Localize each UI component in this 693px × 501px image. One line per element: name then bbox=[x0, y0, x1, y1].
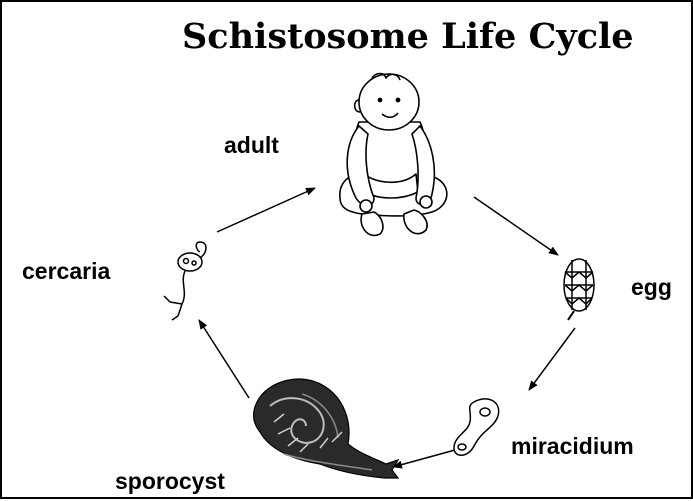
arrow-adult-to-egg bbox=[474, 197, 558, 255]
egg-illustration bbox=[564, 259, 594, 320]
arrow-egg-to-miracidium bbox=[529, 328, 575, 390]
arrow-sporocyst-to-cercaria bbox=[199, 320, 249, 398]
adult-baby-illustration bbox=[340, 74, 447, 236]
arrow-cercaria-to-adult bbox=[217, 188, 315, 232]
cercaria-illustration bbox=[164, 242, 206, 320]
snail-illustration bbox=[254, 379, 398, 478]
arrow-miracidium-to-sporocyst bbox=[393, 450, 455, 467]
miracidium-illustration bbox=[454, 399, 499, 455]
